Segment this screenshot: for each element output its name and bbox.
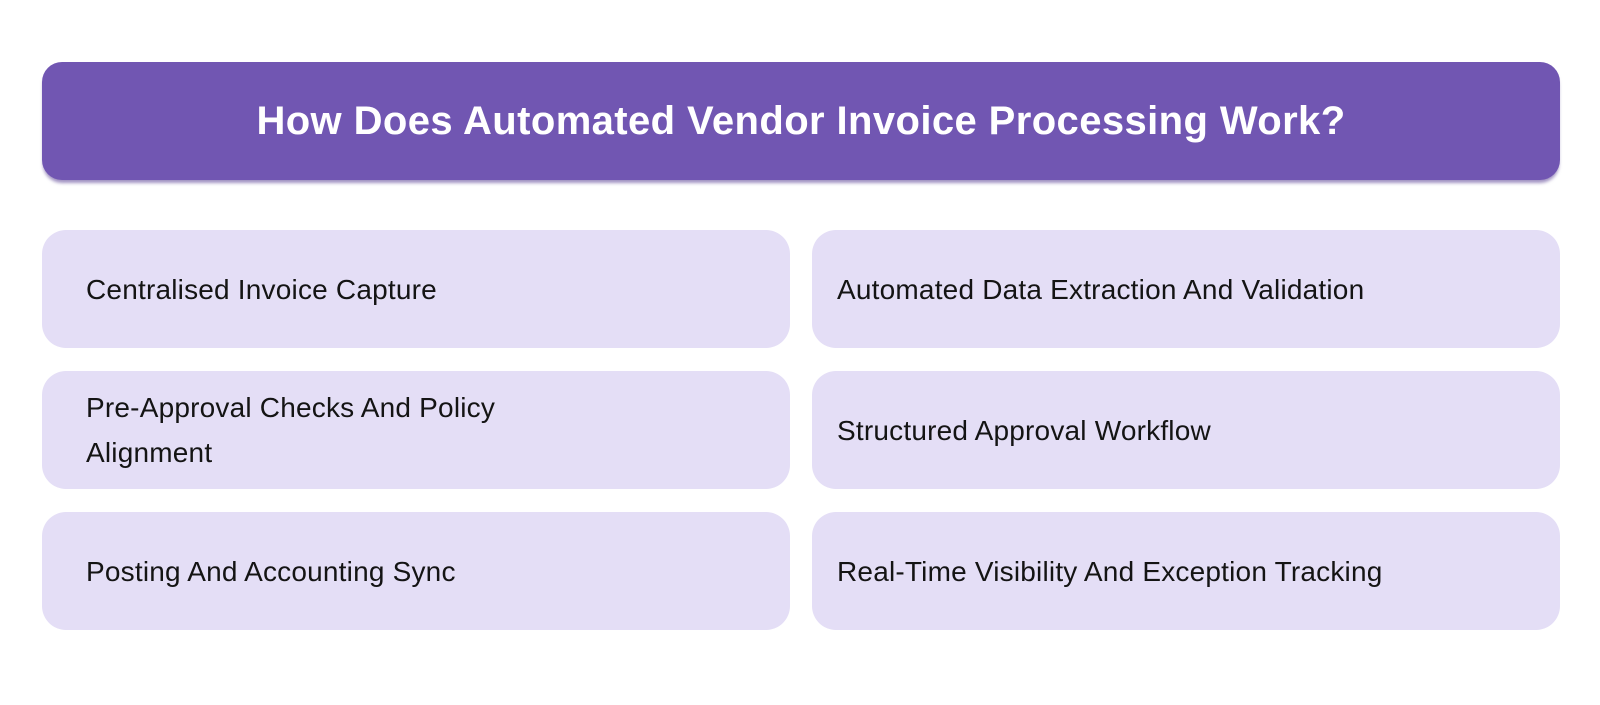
card-label: Pre-Approval Checks And Policy Alignment (86, 392, 496, 468)
card-label: Centralised Invoice Capture (86, 273, 437, 305)
card-label: Automated Data Extraction And Validation (837, 273, 1365, 305)
steps-grid: Centralised Invoice Capture Automated Da… (42, 230, 1560, 630)
header-banner: How Does Automated Vendor Invoice Proces… (42, 62, 1560, 180)
card-centralised-invoice-capture: Centralised Invoice Capture (42, 230, 790, 348)
card-automated-data-extraction: Automated Data Extraction And Validation (812, 230, 1560, 348)
card-posting-accounting-sync: Posting And Accounting Sync (42, 512, 790, 630)
card-label: Real-Time Visibility And Exception Track… (837, 555, 1383, 587)
card-structured-approval-workflow: Structured Approval Workflow (812, 371, 1560, 489)
card-real-time-visibility: Real-Time Visibility And Exception Track… (812, 512, 1560, 630)
card-pre-approval-checks: Pre-Approval Checks And Policy Alignment (42, 371, 790, 489)
page-title: How Does Automated Vendor Invoice Proces… (256, 98, 1346, 143)
card-label: Posting And Accounting Sync (86, 555, 456, 587)
card-label: Structured Approval Workflow (837, 414, 1211, 446)
